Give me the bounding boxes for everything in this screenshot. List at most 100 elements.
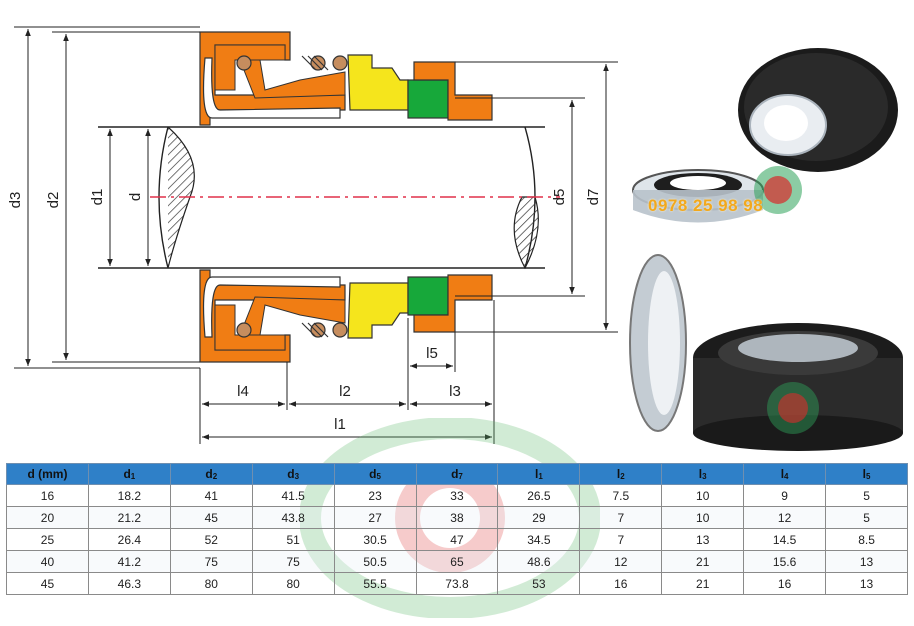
table-cell: 80 [169,572,253,595]
table-header-cell: d5 [333,463,417,485]
table-cell: 5 [825,484,908,507]
table-cell: 21 [661,572,745,595]
table-cell: 12 [743,506,827,529]
table-cell: 27 [333,506,417,529]
table-cell: 38 [415,506,499,529]
table-cell: 12 [579,550,663,573]
shaft-break-hatch-right [513,196,539,270]
label-d1: d1 [89,189,106,206]
table-header-cell: l4 [743,463,827,485]
seal-photo-top [632,48,898,223]
header-sub: 5 [865,472,871,481]
table-cell: 73.8 [415,572,499,595]
table-header-cell: d2 [169,463,253,485]
table-cell: 7 [579,528,663,551]
table-cell: 52 [169,528,253,551]
label-d2: d2 [45,192,62,209]
table-cell: 9 [743,484,827,507]
table-cell: 75 [169,550,253,573]
label-l5: l5 [426,345,438,362]
table-cell: 40 [6,550,89,573]
table-cell: 15.6 [743,550,827,573]
table-cell: 33 [415,484,499,507]
header-sub: 4 [784,472,789,481]
header-main: d [451,467,459,481]
table-cell: 13 [825,550,908,573]
table-cell: 46.3 [87,572,171,595]
table-cell: 25 [6,528,89,551]
label-d5: d5 [551,189,568,206]
header-sub: 2 [212,472,218,481]
length-dimensions [199,300,495,444]
table-cell: 75 [251,550,335,573]
table-cell: 7.5 [579,484,663,507]
header-main: l [862,467,866,481]
table-cell: 14.5 [743,528,827,551]
table-cell: 43.8 [251,506,335,529]
header-sub: 5 [376,472,381,481]
label-d: d [127,193,144,201]
table-header-cell: l2 [579,463,663,485]
table-header-cell: d (mm) [6,463,89,485]
table-cell: 13 [825,572,908,595]
table-header-cell: l5 [825,463,908,485]
table-cell: 47 [415,528,499,551]
table-header-cell: d7 [415,463,499,485]
table-cell: 51 [251,528,335,551]
label-d7: d7 [585,189,602,206]
table-header-cell: l3 [661,463,745,485]
seal-lower-half [199,269,493,363]
table-cell: 65 [415,550,499,573]
header-main: l [616,467,621,481]
header-main: l [534,467,539,481]
table-cell: 18.2 [87,484,171,507]
table-cell: 5 [825,506,908,529]
header-sub: 3 [294,472,300,481]
header-sub: 2 [620,472,625,481]
table-cell: 20 [6,506,89,529]
table-cell: 80 [251,572,335,595]
header-sub: 7 [458,472,463,481]
header-main: d [123,467,131,481]
table-header-cell: l1 [497,463,581,485]
label-d3: d3 [7,192,24,209]
table-cell: 10 [661,506,745,529]
table-cell: 30.5 [333,528,417,551]
header-sub: 1 [130,472,136,481]
header-main: l [698,467,703,481]
table-cell: 8.5 [825,528,908,551]
label-l1: l1 [334,416,346,433]
table-header-cell: d1 [87,463,171,485]
table-cell: 16 [743,572,827,595]
table-cell: 41.5 [251,484,335,507]
table-cell: 45 [6,572,89,595]
header-sub: 3 [702,472,707,481]
table-cell: 21.2 [87,506,171,529]
label-l4: l4 [237,383,249,400]
table-cell: 48.6 [497,550,581,573]
table-cell: 16 [579,572,663,595]
header-main: d [287,467,295,481]
table-cell: 29 [497,506,581,529]
label-l3: l3 [449,383,461,400]
table-cell: 13 [661,528,745,551]
table-header-cell: d3 [251,463,335,485]
seal-photo-bottom [629,254,903,451]
diameter-dimensions [14,26,618,369]
seal-upper-half [199,31,493,126]
label-l2: l2 [339,383,351,400]
table-cell: 23 [333,484,417,507]
header-main: l [780,467,785,481]
table-cell: 53 [497,572,581,595]
header-main: d [205,467,213,481]
table-cell: 26.4 [87,528,171,551]
phone-overlay: 0978 25 98 98 [648,196,764,215]
